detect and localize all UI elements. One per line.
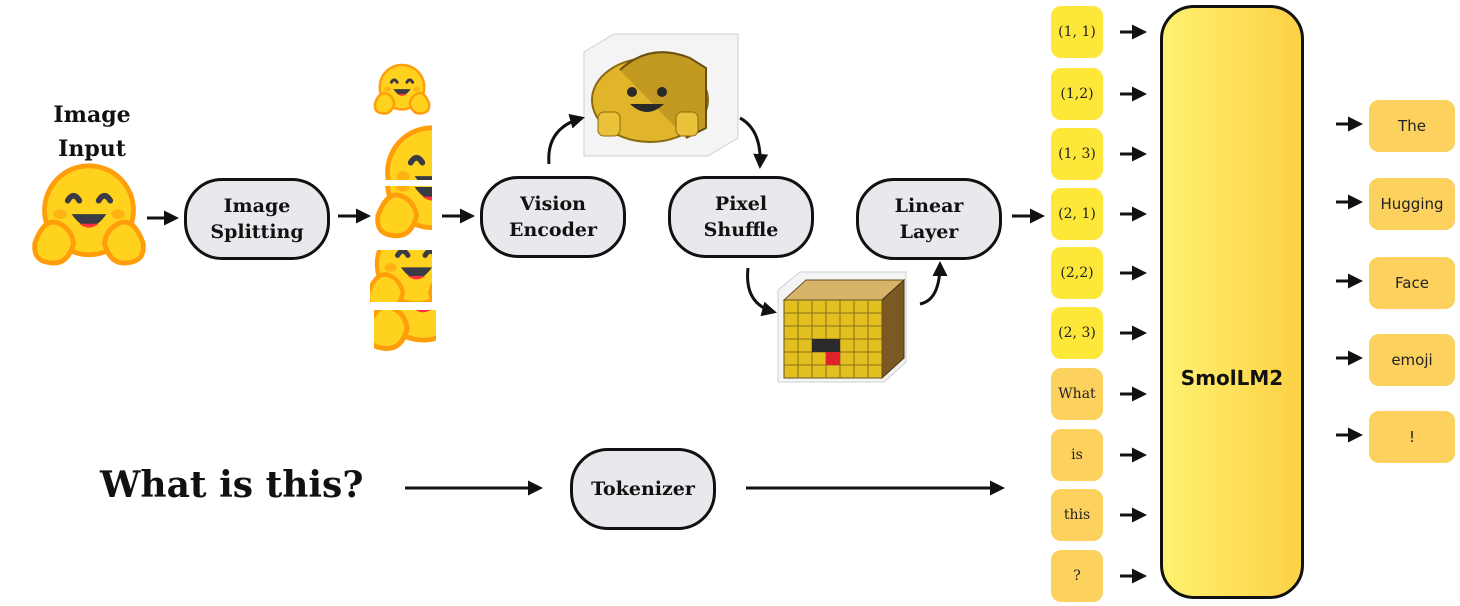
split-image-tiles <box>367 63 486 349</box>
image-token: (1, 3) <box>1051 128 1103 180</box>
image-token: (2,2) <box>1051 247 1103 299</box>
hugging-face-emoji-icon <box>35 166 144 263</box>
arrow-cube-to-linear <box>919 261 948 306</box>
tokenizer-step: Tokenizer <box>570 448 716 530</box>
image-token: (1,2) <box>1051 68 1103 120</box>
image-token: (2, 3) <box>1051 307 1103 359</box>
output-token: Hugging <box>1369 178 1455 230</box>
image-token: (1, 1) <box>1051 6 1103 58</box>
vision-encoder-step: Vision Encoder <box>480 176 626 258</box>
image-splitting-step: Image Splitting <box>184 178 330 260</box>
text-prompt: What is this? <box>100 464 364 506</box>
image-token: (2, 1) <box>1051 188 1103 240</box>
arrow-shuffle-to-cube <box>746 267 777 317</box>
arrow-cube-to-shuffle <box>739 116 769 169</box>
text-token: What <box>1051 368 1103 420</box>
smollm2-model-block <box>1160 5 1304 599</box>
output-token: ! <box>1369 411 1455 463</box>
shuffled-voxel-cube-icon <box>777 271 907 383</box>
text-token: ? <box>1051 550 1103 602</box>
text-token: is <box>1051 429 1103 481</box>
pixel-shuffle-step: Pixel Shuffle <box>668 176 814 258</box>
thumbnail-emoji-icon <box>373 63 431 116</box>
output-token: emoji <box>1369 334 1455 386</box>
arrow-encoder-to-cube <box>547 113 585 165</box>
voxel-feature-cube-icon <box>583 33 739 157</box>
output-token: The <box>1369 100 1455 152</box>
text-token: this <box>1051 489 1103 541</box>
output-token: Face <box>1369 257 1455 309</box>
tile-bottom-icon <box>368 224 465 311</box>
input-image-label: Image Input <box>53 102 131 162</box>
linear-layer-step: Linear Layer <box>856 178 1002 260</box>
model-name: SmolLM2 <box>1180 366 1284 390</box>
